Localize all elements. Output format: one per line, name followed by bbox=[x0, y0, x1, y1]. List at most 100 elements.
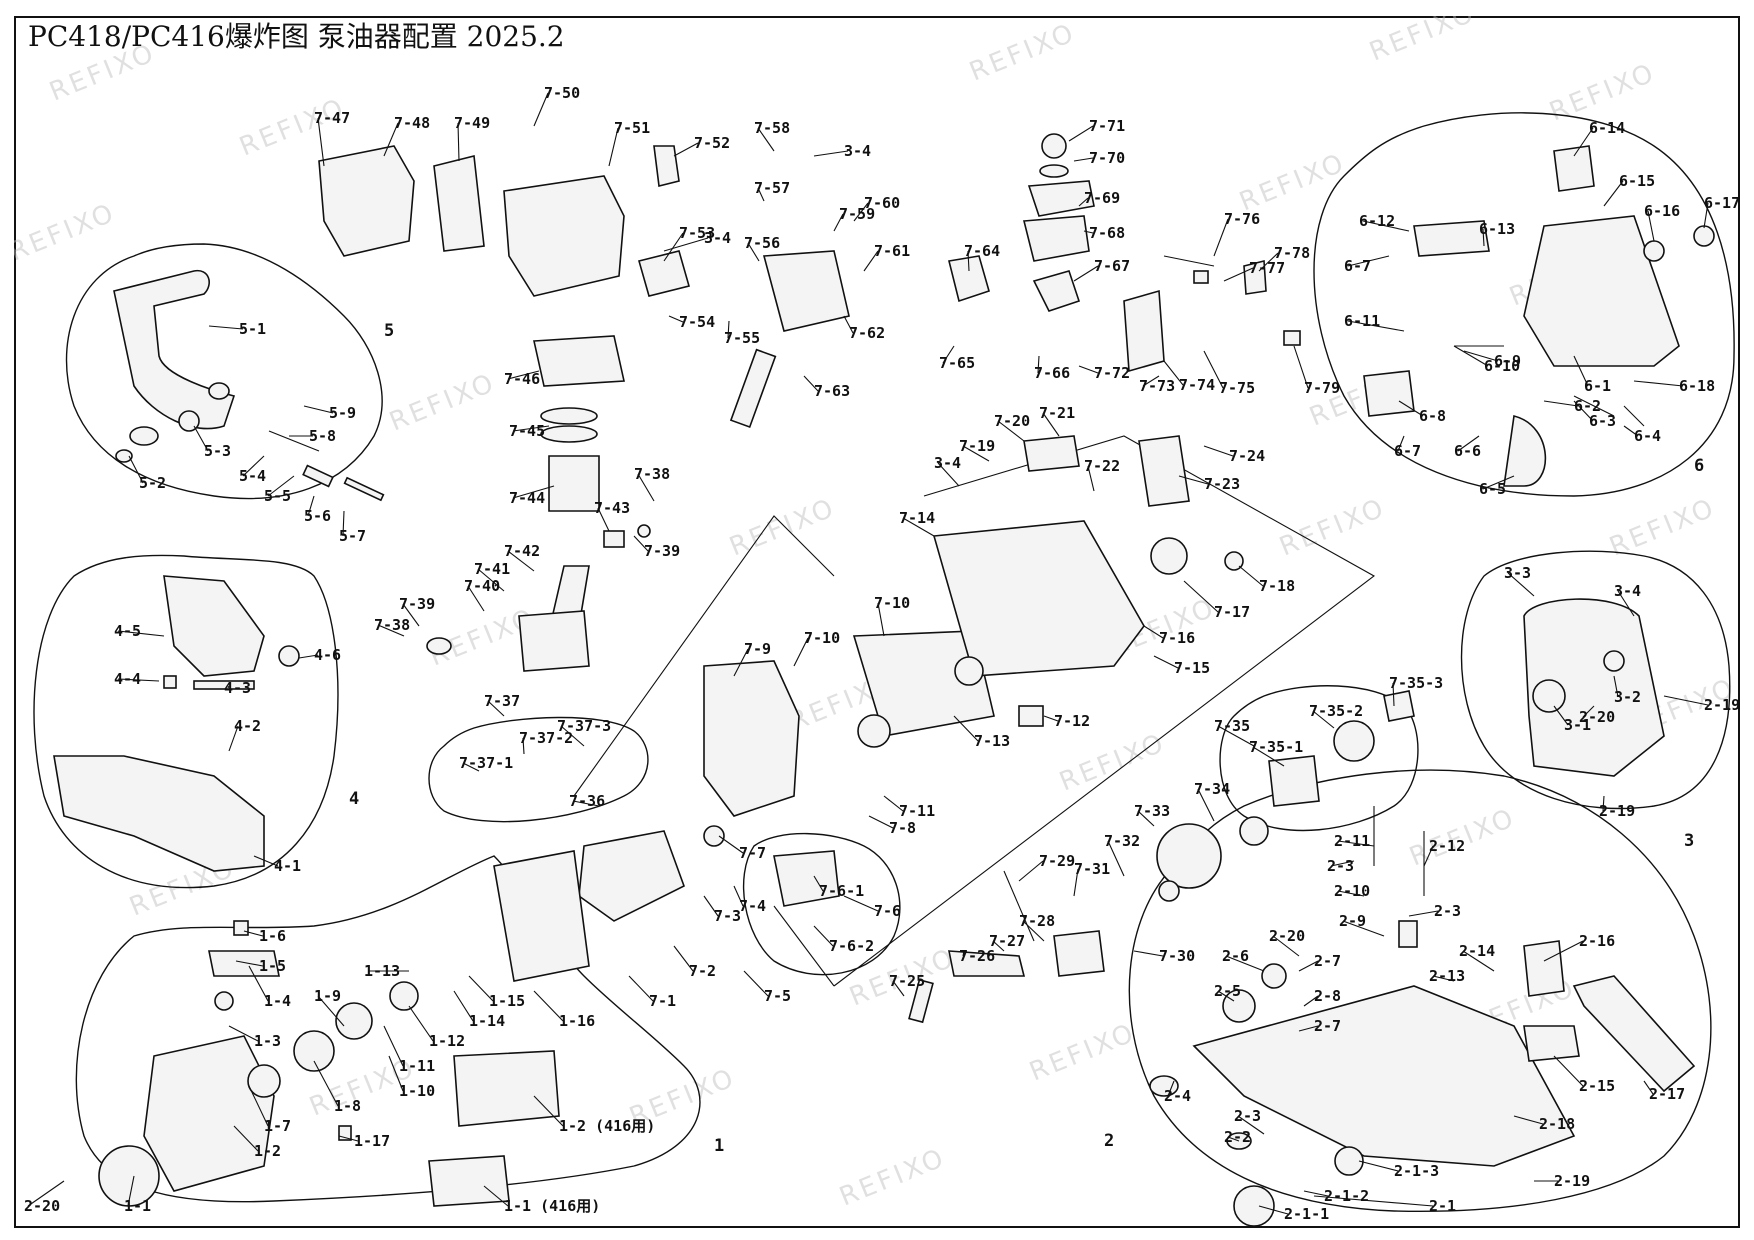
watermark-text: REFIXO bbox=[725, 493, 840, 563]
part-label: 7-60 bbox=[864, 194, 900, 212]
spark-plug bbox=[653, 145, 680, 187]
part-label: 4-1 bbox=[274, 857, 301, 875]
leader-line bbox=[1087, 465, 1095, 492]
filter-cover-416 bbox=[453, 1050, 560, 1127]
leader-line bbox=[1073, 868, 1079, 897]
leader-line bbox=[1582, 705, 1595, 718]
leader-line bbox=[1213, 218, 1229, 257]
part-label: 6-8 bbox=[1419, 407, 1446, 425]
part-label: 1-1 bbox=[124, 1197, 151, 1215]
part-label: 7-16 bbox=[1159, 629, 1195, 647]
leader-line bbox=[1078, 197, 1089, 207]
leader-line bbox=[757, 187, 765, 202]
part-label: 6-1 bbox=[1584, 377, 1611, 395]
crankcase-gasket bbox=[852, 630, 995, 737]
part-label: 7-30 bbox=[1159, 947, 1195, 965]
part-label: 7-37 bbox=[484, 692, 520, 710]
part-label: 7-69 bbox=[1084, 189, 1120, 207]
group-7-6-boundary bbox=[742, 832, 901, 976]
leader-line bbox=[1238, 565, 1264, 587]
clutch-washer bbox=[1239, 816, 1269, 846]
leader-line bbox=[1643, 1080, 1654, 1095]
part-label: 7-37-1 bbox=[459, 754, 513, 772]
part-label: 1-8 bbox=[334, 1097, 361, 1115]
part-label: 7-39 bbox=[644, 542, 680, 560]
leader-line bbox=[1043, 715, 1059, 722]
part-label: 6-4 bbox=[1634, 427, 1661, 445]
part-label: 7-43 bbox=[594, 499, 630, 517]
part-label: 2-1-3 bbox=[1394, 1162, 1439, 1180]
leader-line bbox=[533, 1095, 564, 1127]
cylinder bbox=[503, 175, 625, 297]
muffler bbox=[318, 145, 415, 257]
leader-line bbox=[128, 455, 144, 484]
leader-line bbox=[1398, 400, 1424, 417]
leader-line bbox=[1423, 845, 1434, 867]
part-label: 7-32 bbox=[1104, 832, 1140, 850]
part-label: 7-27 bbox=[989, 932, 1025, 950]
leader-line bbox=[1647, 210, 1655, 242]
leader-line bbox=[468, 975, 494, 1002]
leader-line bbox=[1603, 180, 1624, 207]
part-label: 3-3 bbox=[1504, 564, 1531, 582]
carburetor bbox=[948, 255, 990, 303]
part-label: 6-5 bbox=[1479, 480, 1506, 498]
part-label: 7-18 bbox=[1259, 577, 1295, 595]
leader-line bbox=[377, 624, 405, 637]
leader-line bbox=[243, 930, 264, 937]
cap-oring bbox=[1039, 164, 1069, 178]
leader-line bbox=[1453, 345, 1489, 367]
part-label: 7-6 bbox=[874, 902, 901, 920]
part-label: 6-16 bbox=[1644, 202, 1680, 220]
leader-line bbox=[228, 725, 239, 752]
leader-line bbox=[1313, 1195, 1434, 1207]
leader-line bbox=[1362, 220, 1410, 232]
part-label: 1-16 bbox=[559, 1012, 595, 1030]
leader-line bbox=[253, 855, 279, 867]
watermark-text: REFIXO bbox=[1275, 493, 1390, 563]
leader-line bbox=[883, 795, 904, 812]
part-label: 2-9 bbox=[1339, 912, 1366, 930]
part-label: 7-10 bbox=[804, 629, 840, 647]
throttle-plate bbox=[1123, 289, 1165, 373]
leader-line bbox=[1178, 475, 1209, 485]
part-label: 7-28 bbox=[1019, 912, 1055, 930]
part-label: 7-36 bbox=[569, 792, 605, 810]
leader-line bbox=[892, 980, 905, 997]
part-label: 7-38 bbox=[634, 465, 670, 483]
part-label: 7-73 bbox=[1139, 377, 1175, 395]
leader-line bbox=[1408, 910, 1439, 917]
bearing-7-17 bbox=[1150, 537, 1188, 575]
part-label: 5-4 bbox=[239, 467, 266, 485]
leader-line bbox=[853, 202, 869, 222]
part-label: 2-14 bbox=[1459, 942, 1495, 960]
diagram-title: PC418/PC416爆炸图 泵油器配置 2025.2 bbox=[28, 20, 565, 53]
part-label: 5-9 bbox=[329, 404, 356, 422]
part-label: 5-2 bbox=[139, 474, 166, 492]
part-label: 5-3 bbox=[204, 442, 231, 460]
leader-line bbox=[1107, 840, 1125, 877]
leader-line bbox=[843, 315, 854, 334]
part-label: 3-1 bbox=[1564, 716, 1591, 734]
part-label: 7-25 bbox=[889, 972, 925, 990]
part-label: 2-11 bbox=[1334, 832, 1370, 850]
part-label: 2-4 bbox=[1164, 1087, 1191, 1105]
part-label: 7-22 bbox=[1084, 457, 1120, 475]
part-label: 7-70 bbox=[1089, 149, 1125, 167]
leader-line bbox=[383, 1025, 404, 1067]
watermark-text: REFIXO bbox=[14, 198, 120, 268]
diagram-border bbox=[14, 16, 1740, 1228]
rear-handle-body bbox=[1192, 985, 1576, 1167]
flywheel bbox=[578, 830, 685, 922]
leader-line bbox=[507, 550, 535, 572]
part-label: 7-24 bbox=[1229, 447, 1265, 465]
leader-line bbox=[673, 945, 694, 972]
leader-line bbox=[747, 242, 760, 262]
leader-line bbox=[1482, 475, 1515, 490]
part-label: 6-9 bbox=[1494, 352, 1521, 370]
fuel-filter bbox=[1398, 920, 1418, 948]
part-label: 1-10 bbox=[399, 1082, 435, 1100]
watermark-text: REFIXO bbox=[835, 1143, 950, 1213]
part-label: 2-20 bbox=[1579, 708, 1615, 726]
